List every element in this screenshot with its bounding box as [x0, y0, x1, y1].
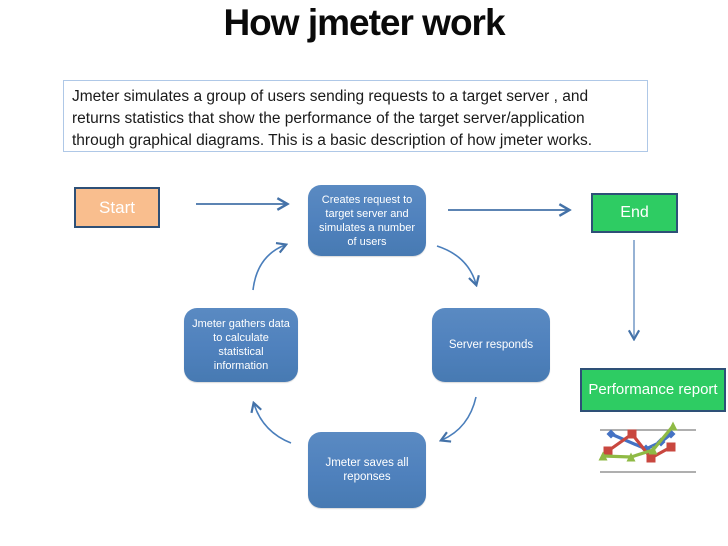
arrow-save-to-gather [254, 404, 292, 444]
green-series [602, 424, 675, 459]
description-textbox: Jmeter simulates a group of users sendin… [63, 80, 648, 152]
red-series [607, 431, 672, 461]
start-node: Start [74, 187, 160, 228]
blue-series [610, 432, 672, 451]
arrow-respond-to-save [442, 396, 477, 440]
arrow-create-to-respond [436, 245, 476, 284]
performance-chart-icon [598, 421, 696, 473]
create-request-node: Creates request to target server and sim… [308, 185, 426, 256]
page-title: How jmeter work [223, 2, 505, 43]
server-responds-node: Server responds [432, 308, 550, 382]
performance-report-node: Performance report [580, 368, 726, 412]
gathers-data-node: Jmeter gathers data to calculate statist… [184, 308, 298, 382]
end-node: End [591, 193, 678, 233]
arrow-gather-to-create [252, 245, 285, 291]
saves-responses-node: Jmeter saves all reponses [308, 432, 426, 508]
